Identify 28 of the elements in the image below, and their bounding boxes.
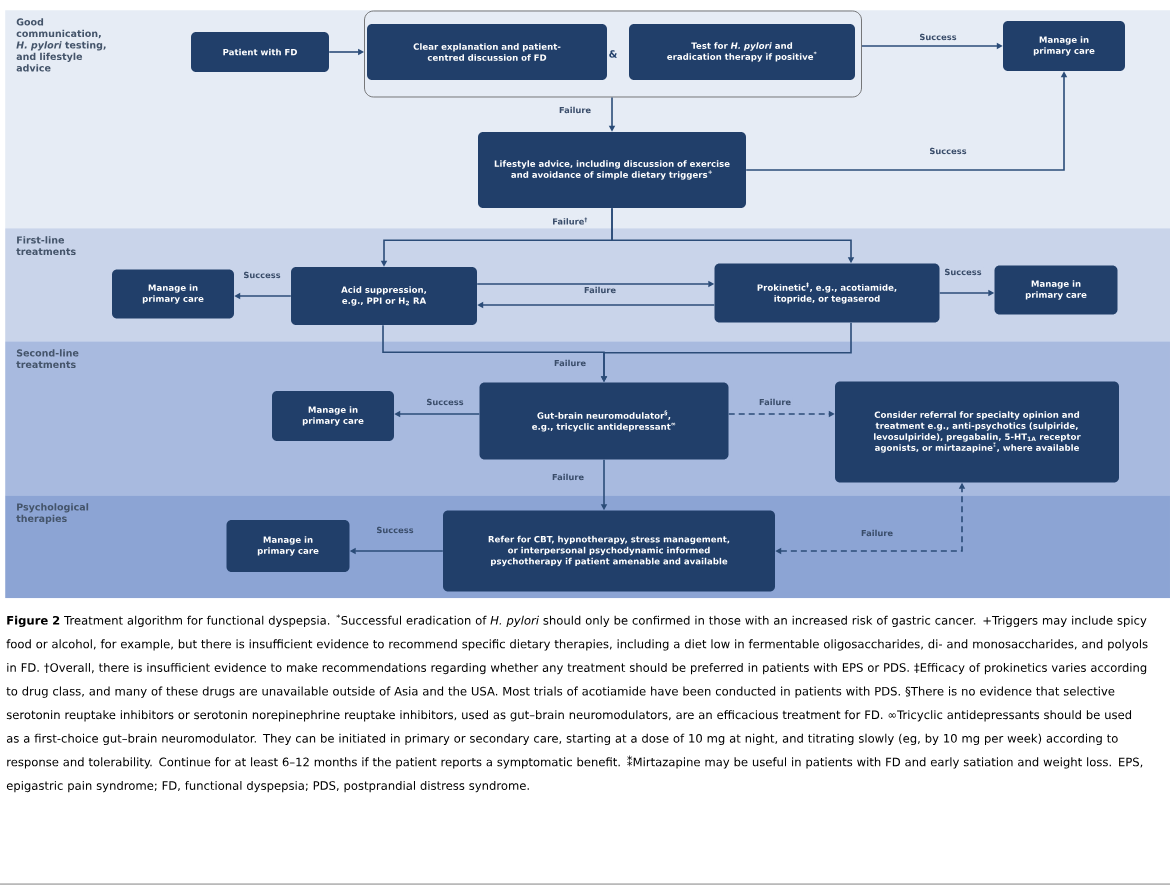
caption: Figure 2 Treatment algorithm for functional dyspepsia. $^{*}$Successful eradication of H. pylori should only be confirmed in those with an increased risk of gastric cancer. +Triggers may include spicy food or alcohol, for example, but there is insufficient evidence to recommend specific dietary therapies, including a diet low in fermentable oligosaccharides, di- and monosaccharides, and polyols in FD. †Overall, there is insufficient evidence to make recommendations regarding whether any treatment should be preferred in patients with EPS or PDS. ‡Efficacy of prokinetics varies according to drug class, and many of these drugs are unavailable outside of Asia and the USA. Most trials of acotiamide have been conducted in patients with PDS. §There is no evidence that selective serotonin reuptake inhibitors or serotonin norepinephrine reuptake inhibitors, used as gut–brain neuromodulators, are an efficacious treatment for FD. ∞Tricyclic antidepressants should be used as a first-choice gut–brain neuromodulator. They can be initiated in primary or secondary care, starting at a dose of 10 mg at night, and titrating slowly (eg, by 10 mg per week) according to response and tolerability. Continue for at least 6–12 months if the patient reports a symptomatic benefit. ⁑Mirtazapine may be useful in patients with FD and early satiation and weight loss. EPS, epigastric pain syndrome; FD, functional dyspepsia; PDS, postprandial distress syndrome.: [6, 614, 1148, 793]
process-box: Manage in primary care: [1003, 21, 1125, 71]
edge-label: Success: [241, 270, 283, 280]
edge-label: Failure: [552, 358, 588, 368]
process-box: Consider referral for specialty opinion and treatment e.g., anti-psychotics (sulpiride, levosulpiride), pregabalin, 5-HT$_{1A}$ receptor agonists, or mirtazapine$^{⁑}$, where available: [835, 381, 1119, 483]
process-box: Prokinetic$^{‡}$, e.g., acotiamide, itopride, or tegaserod: [714, 263, 940, 323]
process-box: Manage in primary care: [226, 520, 350, 572]
edge-label: Success: [942, 267, 984, 277]
edge-label: Failure: [557, 105, 593, 115]
edge-label: Failure: [550, 472, 586, 482]
process-box: Test for H. pylori and eradication therapy if positive$^{*}$: [629, 24, 855, 80]
process-box: Manage in primary care: [272, 391, 394, 441]
process-box: Refer for CBT, hypnotherapy, stress management, or interpersonal psychodynamic informed psychotherapy if patient amenable and available: [443, 510, 775, 592]
edge-label: Success: [917, 32, 959, 42]
edge-label: Failure: [582, 285, 618, 295]
edge-label: Success: [927, 146, 969, 156]
edge-label: Success: [424, 397, 466, 407]
process-box: Lifestyle advice, including discussion of exercise and avoidance of simple dietary triggers$^{+}$: [478, 132, 746, 208]
process-box: Patient with FD: [191, 32, 329, 72]
process-box: Acid suppression, e.g., PPI or H$_{2}$ RA: [291, 267, 477, 325]
edge-label: Failure$^{†}$: [550, 215, 590, 227]
process-box: Manage in primary care: [112, 269, 234, 319]
process-box: Manage in primary care: [994, 265, 1118, 315]
process-box: Clear explanation and patient-centred discussion of FD: [367, 24, 607, 80]
process-box: Gut-brain neuromodulator$^{§}$, e.g., tricyclic antidepressant$^{∞}$: [479, 382, 729, 460]
edge-label: Failure: [757, 397, 793, 407]
edge-label: Failure: [859, 528, 895, 538]
edge-label: Success: [374, 525, 416, 535]
